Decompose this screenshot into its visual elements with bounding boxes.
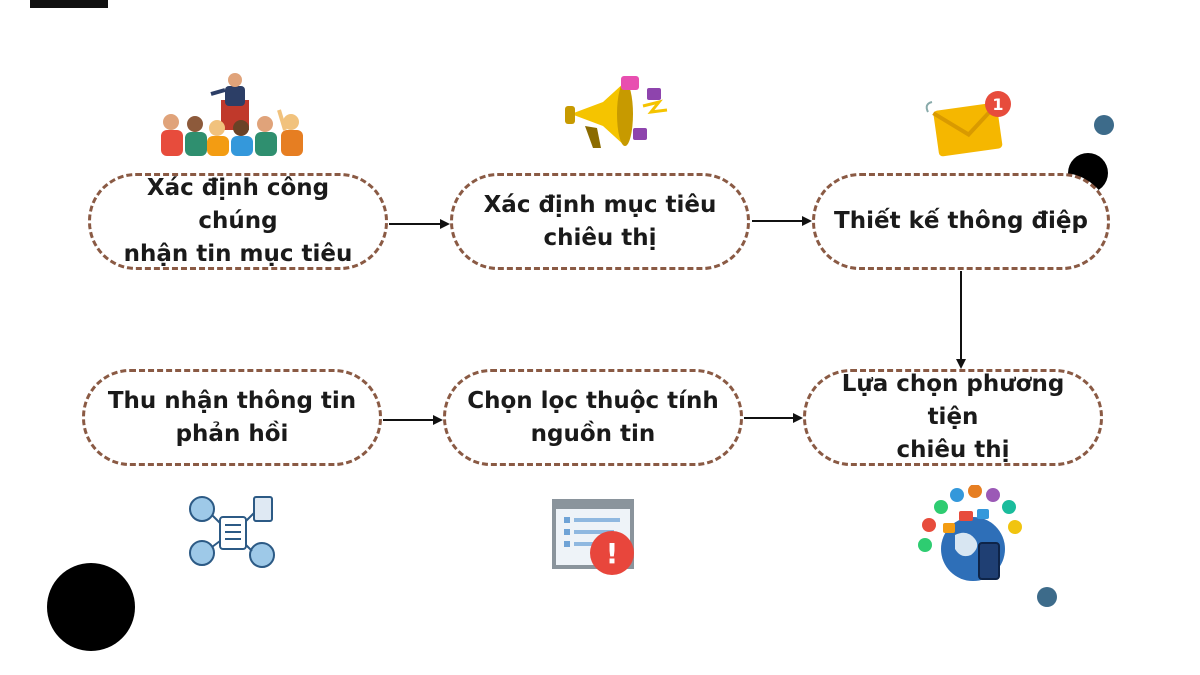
top-dark-bar [30,0,108,8]
alert-badge-mark: ! [606,537,619,570]
audience-crowd-icon [161,73,303,156]
step-message-node: Thiết kế thông điệp [812,173,1110,270]
social-media-globe-icon [918,485,1022,581]
step-media-node: Lựa chọn phương tiện chiêu thị [803,369,1103,466]
megaphone-icon [565,76,668,148]
envelope-notification-icon: 1 [925,91,1011,157]
step-message-label: Thiết kế thông điệp [834,208,1088,234]
feedback-network-icon [189,496,275,568]
step-objective-label: Xác định mục tiêu chiêu thị [483,191,717,251]
mail-badge-count: 1 [992,95,1003,114]
step-feedback-label: Thu nhận thông tin phản hồi [107,387,357,447]
step-feedback-node: Thu nhận thông tin phản hồi [82,369,382,466]
decor-dot-blue-bottom [1037,587,1057,607]
step-objective-node: Xác định mục tiêu chiêu thị [450,173,750,270]
document-alert-icon: ! [552,499,634,575]
step-media-label: Lựa chọn phương tiện chiêu thị [841,371,1065,463]
decor-dot-blue-top [1094,115,1114,135]
step-audience-node: Xác định công chúng nhận tin mục tiêu [88,173,388,270]
step-source-node: Chọn lọc thuộc tính nguồn tin [443,369,743,466]
decor-circle-large-black [47,563,135,651]
step-audience-label: Xác định công chúng nhận tin mục tiêu [123,175,353,267]
step-source-label: Chọn lọc thuộc tính nguồn tin [467,387,719,447]
